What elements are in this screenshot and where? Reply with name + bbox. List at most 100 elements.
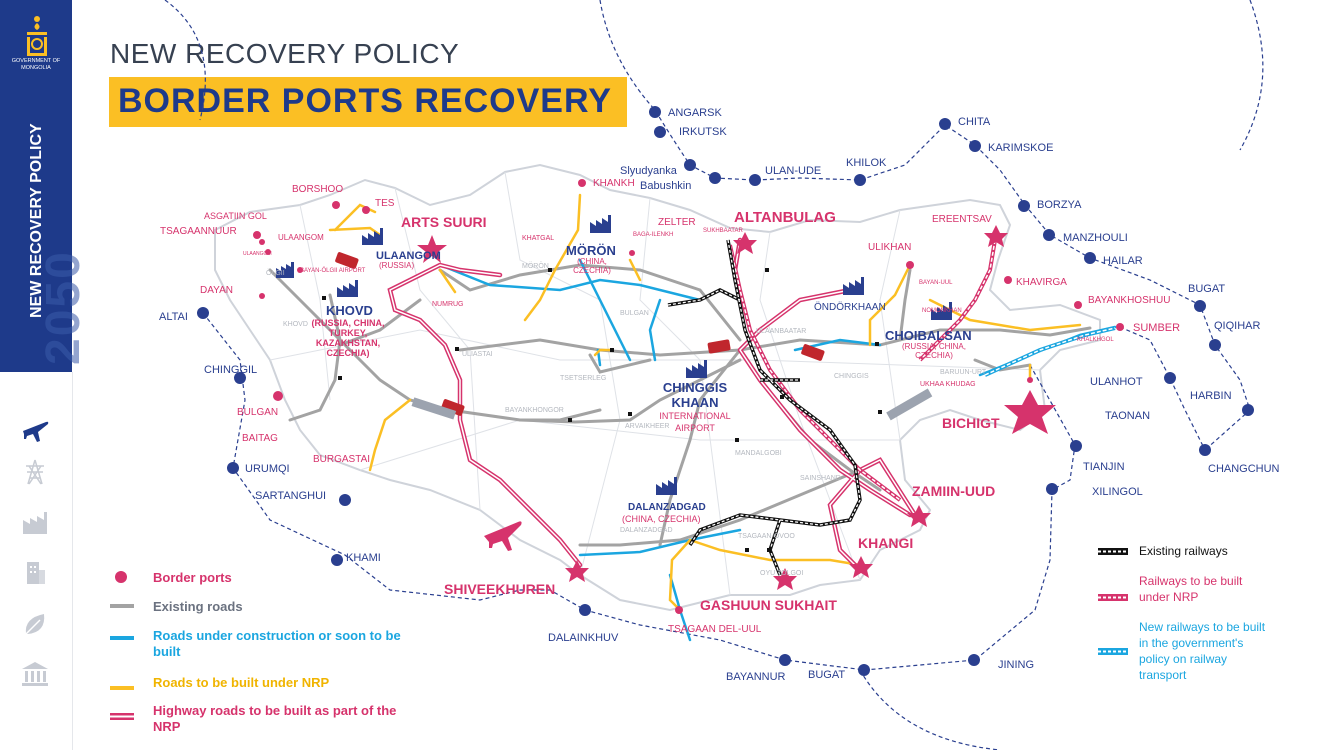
hub-chinggis-sub: INTERNATIONAL AIRPORT (659, 411, 731, 433)
legend-railways-nrp: Railways to be built under NRP (1139, 573, 1242, 605)
label-changchun: CHANGCHUN (1208, 463, 1280, 475)
legend-existing-roads-swatch (110, 604, 134, 608)
label-chinggil: CHINGGIL (204, 364, 257, 376)
hub-khovd-sub-wrap: (RUSSIA, CHINA, TURKEY, KAZAKHSTAN, CZEC… (311, 318, 384, 358)
hub-ulaangom: ULAANGOM (376, 250, 441, 262)
label-xilingol: XILINGOL (1092, 486, 1143, 498)
town-ulaangom-gray: ULAANGOM (243, 251, 272, 257)
aimag-boundaries (269, 171, 1041, 596)
label-tsagaannuur: TSAGAANNUUR (160, 226, 237, 237)
town-ulaanbaatar: ULAANBAATAR (756, 328, 806, 335)
label-baitag: BAITAG (242, 433, 278, 444)
building-icon[interactable] (20, 558, 50, 586)
highway-nrp (387, 237, 918, 573)
label-qiqihar: QIQIHAR (1214, 320, 1261, 332)
label-bayankhoshuu: BAYANKHOSHUU (1088, 295, 1170, 306)
legend-highway-line1: Highway roads to be built as part of the (153, 703, 397, 718)
truck-icons (335, 252, 825, 416)
label-zelter: ZELTER (658, 217, 696, 228)
hub-dalanzadgad: DALANZADGAD (628, 502, 706, 513)
label-taonan: TAONAN (1105, 410, 1150, 422)
label-dayan: DAYAN (200, 285, 233, 296)
town-chinggis: CHINGGIS (834, 373, 869, 380)
legend-highway-nrp: Highway roads to be built as part of the… (153, 703, 396, 735)
legend-existing-rail-swatch (1098, 548, 1128, 555)
label-zamiin-uud: ZAMIIN-UUD (912, 483, 995, 499)
label-irkutsk: IRKUTSK (679, 126, 727, 138)
town-khatgal: KHATGAL (522, 235, 554, 242)
label-ulan-ude: ULAN-UDE (765, 165, 821, 177)
town-olgii: ÖLGII (266, 269, 285, 277)
label-sumber: SUMBER (1133, 322, 1180, 334)
label-burgastai: BURGASTAI (313, 454, 370, 465)
label-angarsk: ANGARSK (668, 107, 722, 119)
label-karimskoe: KARIMSKOE (988, 142, 1053, 154)
hub-ondorkhaan: ÖNDÖRKHAAN (814, 301, 886, 313)
label-arts-suuri: ARTS SUURI (401, 214, 487, 230)
power-tower-icon[interactable] (20, 458, 50, 486)
foreign-city-dots (197, 106, 1254, 676)
town-tsetserleg: TSETSERLEG (560, 375, 606, 382)
label-dalainkhuv: DALAINKHUV (548, 632, 619, 644)
hub-khovd: KHOVD (326, 303, 373, 318)
title-band (109, 77, 627, 127)
town-bulgan-gray: BULGAN (620, 310, 649, 317)
railways-new (984, 326, 1116, 377)
gov-line-2: MONGOLIA (21, 65, 51, 71)
label-harbin: HARBIN (1190, 390, 1232, 402)
legend-rail-new-line4: transport (1139, 668, 1187, 682)
label-slyudyanka: Slyudyanka (620, 165, 678, 177)
label-bayannur: BAYANNUR (726, 671, 786, 683)
label-bugat-east: BUGAT (1188, 283, 1225, 295)
hub-dalanzadgad-sub: (CHINA, CZECHIA) (622, 514, 701, 524)
label-khangi: KHANGI (858, 535, 913, 551)
airplane-icon (484, 521, 522, 551)
airplane-icon[interactable] (20, 416, 50, 444)
legend-existing-roads: Existing roads (153, 599, 243, 614)
label-ukhaa-khudag: UKHAA KHUDAG (920, 381, 976, 388)
hub-ulaangom-sub: (RUSSIA) (379, 261, 414, 270)
town-dalanzadgad-gray: DALANZADGAD (620, 527, 673, 534)
hub-moron: MÖRÖN (566, 243, 616, 258)
label-chita: CHITA (958, 116, 991, 128)
legend-construction-swatch (110, 636, 134, 640)
legend-rail-new-line2: in the government's (1139, 636, 1244, 650)
legend-roads-construction-line1: Roads under construction or soon to be (153, 628, 401, 643)
legend-border-port-swatch (115, 571, 127, 583)
label-gashuun-sukhait: GASHUUN SUKHAIT (700, 597, 837, 613)
label-ereentsav: EREENTSAV (932, 214, 992, 225)
town-mandalgobi: MANDALGOBI (735, 450, 782, 457)
hub-choibalsan-sub-wrap: (RUSSIA, CHINA, CZECHIA) (902, 342, 966, 360)
existing-railways (667, 239, 862, 576)
leaf-icon[interactable] (20, 610, 50, 638)
hub-chinggis: CHINGGIS KHAAN (662, 380, 728, 410)
page-subtitle: NEW RECOVERY POLICY (110, 38, 460, 69)
soyombo-emblem-icon (27, 16, 47, 56)
sidebar-nav (0, 372, 73, 750)
legend-rail-new-swatch (1098, 648, 1128, 655)
hub-chinggis-wrap: CHINGGIS KHAAN (662, 380, 728, 410)
star-zamiin-uud (907, 505, 931, 527)
major-port-stars (417, 225, 1056, 590)
label-tianjin: TIANJIN (1083, 461, 1125, 473)
label-bulgan: BULGAN (237, 407, 278, 418)
label-bugat-south: BUGAT (808, 669, 845, 681)
legend-roads-construction: Roads under construction or soon to be b… (153, 628, 401, 660)
star-shiveekhuren (565, 560, 589, 582)
legend-nrp-roads-swatch (110, 686, 134, 690)
label-bayan-uul: BAYAN-UUL (919, 280, 953, 286)
hub-chinggis-sub-wrap: INTERNATIONAL AIRPORT (659, 411, 731, 433)
factory-icon-khovd (337, 280, 358, 297)
town-sainshand: SAINSHAND (800, 475, 841, 482)
hub-choibalsan: CHOIBALSAN (885, 328, 972, 343)
label-khavirga: KHAVIRGA (1016, 277, 1067, 288)
legend (110, 548, 1128, 720)
factory-icon[interactable] (20, 508, 50, 536)
legend-roads-construction-line2: built (153, 644, 181, 659)
page-title: BORDER PORTS RECOVERY (118, 82, 612, 120)
label-shiveekhuren: SHIVEEKHUREN (444, 581, 555, 597)
legend-roads-nrp: Roads to be built under NRP (153, 675, 330, 690)
bank-icon[interactable] (20, 660, 50, 688)
label-baga-ilenkh: BAGA-ILENKH (633, 232, 673, 238)
label-manzhouli: MANZHOULI (1063, 232, 1128, 244)
